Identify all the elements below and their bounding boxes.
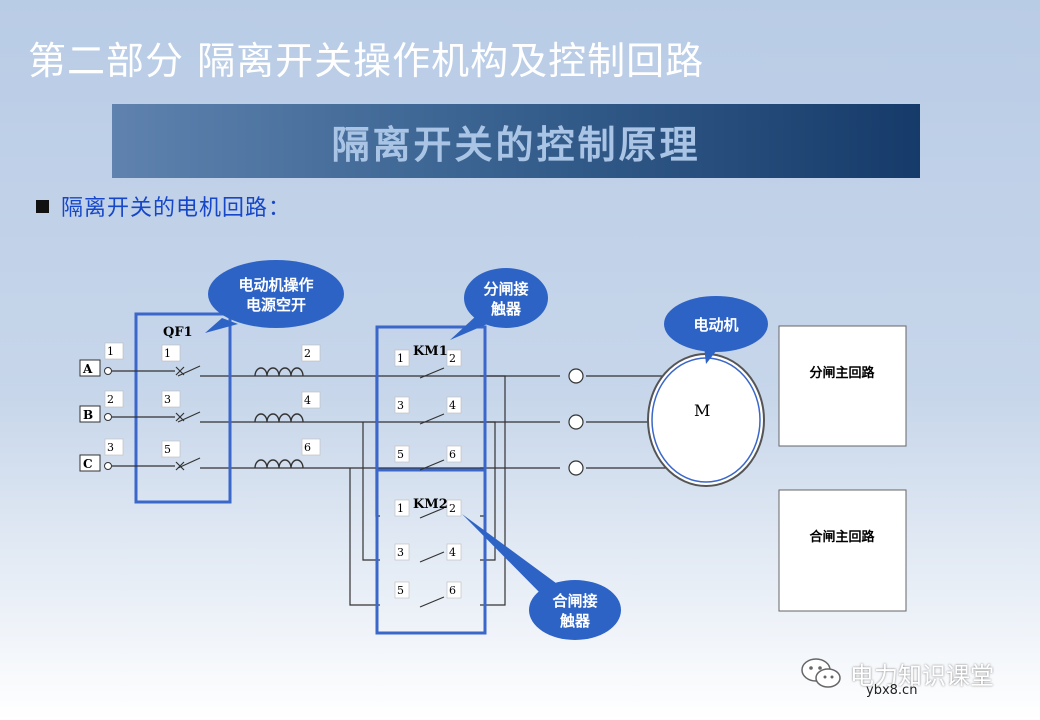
km2-in-number: 1 <box>397 502 404 515</box>
bullet-item: 隔离开关的电机回路： <box>36 190 291 222</box>
terminal-dot <box>104 367 112 375</box>
km2-label: KM2 <box>413 497 448 512</box>
motor-icon <box>647 353 765 487</box>
km2-in-number: 5 <box>397 584 404 597</box>
coil-icon <box>254 367 304 469</box>
km2-out-number: 4 <box>449 546 456 559</box>
terminal-number: 3 <box>107 441 114 454</box>
page-title: 第二部分 隔离开关操作机构及控制回路 <box>28 39 705 83</box>
callout-motor-text: 电动机 <box>693 316 738 334</box>
breaker-out-number: 6 <box>304 441 311 454</box>
callout-motor <box>664 296 768 352</box>
callout-close-contactor-line2: 触器 <box>560 612 591 630</box>
km2-out-number: 2 <box>449 502 456 515</box>
open-main-circuit-box <box>778 325 907 447</box>
callout-power-switch-line2: 电源空开 <box>246 296 306 314</box>
km2-in-number: 3 <box>397 546 404 559</box>
bullet-square-icon <box>36 199 49 213</box>
km1-in-number: 5 <box>397 448 404 461</box>
watermark-name: 电力知识课堂 <box>850 662 994 690</box>
callout-open-contactor-line1: 分闸接 <box>483 280 528 298</box>
callout-close-contactor-line1: 合闸接 <box>551 592 597 610</box>
banner-title: 隔离开关的控制原理 <box>331 122 701 167</box>
breaker-in-number: 5 <box>164 443 171 456</box>
qf1-box <box>134 312 232 504</box>
phase-label-box <box>79 359 101 377</box>
phase-label-box <box>79 405 101 423</box>
callout-open-contactor-line2: 触器 <box>491 300 522 318</box>
motor-terminal <box>568 368 584 384</box>
wechat-icon <box>801 658 841 688</box>
terminal-number: 1 <box>107 345 114 358</box>
motor-terminal <box>568 414 584 430</box>
phase-a-label: A <box>82 362 93 376</box>
callout-close-contactor <box>529 580 621 640</box>
terminal-number: 2 <box>107 393 114 406</box>
km2-out-number: 6 <box>449 584 456 597</box>
bullet-text: 隔离开关的电机回路： <box>61 196 292 221</box>
callout-power-switch-line1: 电动机操作 <box>238 276 313 294</box>
terminal-dot <box>104 413 112 421</box>
callout-open-contactor <box>464 268 548 328</box>
callout-power-switch <box>208 260 344 328</box>
motor-label: M <box>694 401 710 420</box>
km1-out-number: 4 <box>449 399 456 412</box>
phase-c-label: C <box>83 457 93 471</box>
breaker-in-number: 3 <box>164 393 171 406</box>
motor-terminal <box>568 460 584 476</box>
km1-in-number: 3 <box>397 399 404 412</box>
open-main-circuit-label: 分闸主回路 <box>809 365 875 381</box>
km1-label: KM1 <box>413 344 448 359</box>
section-banner: 隔离开关的控制原理 <box>112 104 920 178</box>
contact-icon <box>419 367 445 608</box>
breaker-out-number: 4 <box>304 394 311 407</box>
phase-label-box <box>79 454 101 472</box>
qf1-label: QF1 <box>163 325 193 340</box>
km1-out-number: 2 <box>449 352 456 365</box>
breaker-in-number: 1 <box>164 347 171 360</box>
terminal-dot <box>104 462 112 470</box>
close-main-circuit-box <box>778 489 907 612</box>
breaker-out-number: 2 <box>304 347 311 360</box>
km-box <box>375 325 487 635</box>
km1-in-number: 1 <box>397 352 404 365</box>
km1-out-number: 6 <box>449 448 456 461</box>
close-main-circuit-label: 合闸主回路 <box>809 529 875 545</box>
watermark-site: ybx8.cn <box>866 683 918 698</box>
phase-b-label: B <box>83 408 93 422</box>
